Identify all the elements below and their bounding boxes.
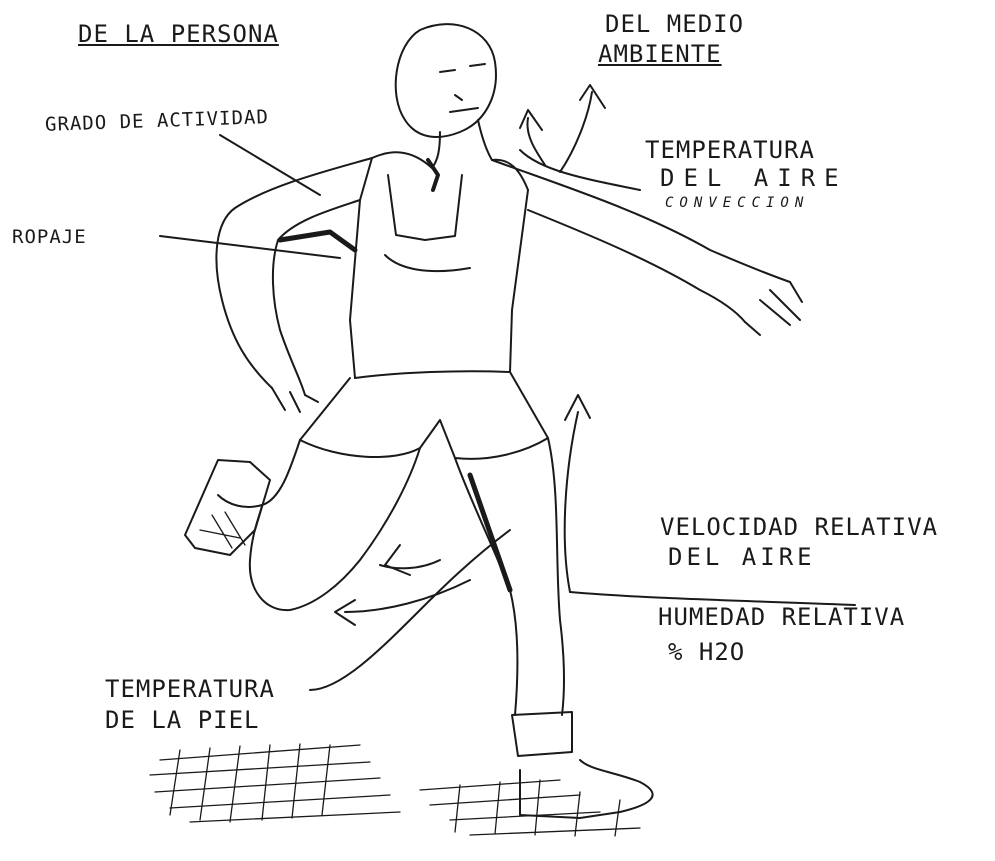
ground-hatching bbox=[150, 744, 640, 836]
label-humidity-line2: % H2O bbox=[668, 640, 745, 664]
left-arm bbox=[216, 158, 372, 412]
header-environment-line2: AMBIENTE bbox=[598, 42, 722, 66]
label-air-velocity-line2: DEL AIRE bbox=[668, 545, 816, 569]
label-skin-temp-line1: TEMPERATURA bbox=[105, 677, 275, 701]
support-leg bbox=[455, 438, 653, 818]
raised-leg bbox=[185, 440, 420, 610]
header-environment-line1: DEL MEDIO bbox=[605, 12, 744, 36]
torso bbox=[280, 152, 528, 378]
header-person: DE LA PERSONA bbox=[78, 22, 279, 46]
label-humidity-line1: HUMEDAD RELATIVA bbox=[658, 605, 905, 629]
label-air-velocity-line1: VELOCIDAD RELATIVA bbox=[660, 515, 938, 539]
shorts bbox=[300, 372, 548, 459]
label-clothing: ROPAJE bbox=[12, 228, 87, 247]
label-air-temp-line1: TEMPERATURA bbox=[645, 138, 815, 162]
label-air-temp-line2: DEL AIRE bbox=[660, 166, 848, 190]
label-skin-temp-line2: DE LA PIEL bbox=[105, 708, 260, 732]
label-convection: CONVECCION bbox=[665, 196, 809, 210]
head bbox=[396, 24, 496, 190]
